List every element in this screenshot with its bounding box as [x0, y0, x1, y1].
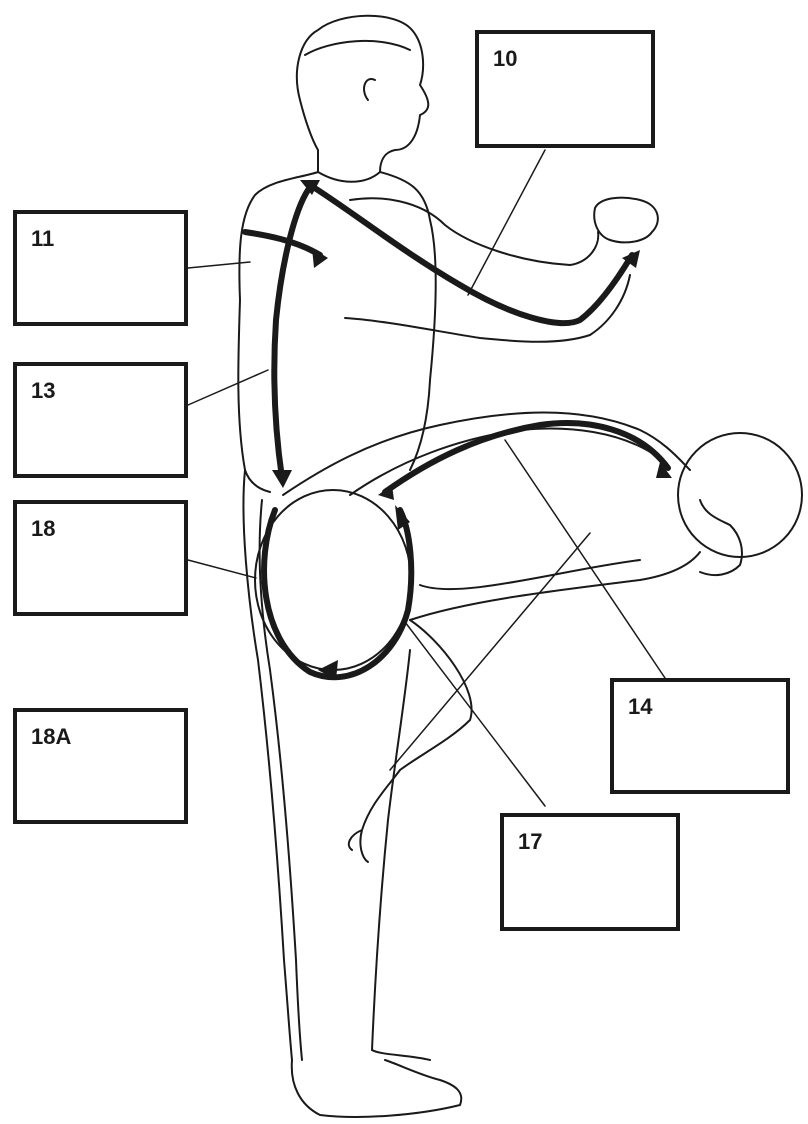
- hair: [305, 41, 410, 55]
- bent-face: [700, 500, 742, 575]
- label-11-text: 11: [31, 226, 54, 252]
- path-pelvis-loop: [264, 510, 411, 677]
- path-spine: [274, 190, 308, 478]
- leader-17: [405, 622, 545, 806]
- head-outline: [297, 16, 428, 172]
- label-14-text: 14: [628, 694, 652, 720]
- ear: [364, 79, 375, 100]
- back-leg: [243, 470, 292, 1060]
- label-box-18a[interactable]: 18A: [13, 708, 188, 824]
- path-back: [385, 423, 668, 492]
- label-13-text: 13: [31, 378, 55, 404]
- leader-11: [188, 262, 250, 268]
- collar: [318, 172, 380, 182]
- label-box-14[interactable]: 14: [610, 678, 790, 794]
- torso-front: [380, 172, 436, 470]
- foot: [292, 1060, 462, 1117]
- front-leg: [372, 650, 410, 1050]
- path-shoulder-loop: [245, 232, 320, 255]
- label-18-text: 18: [31, 516, 55, 542]
- bent-chest: [410, 552, 700, 620]
- label-box-13[interactable]: 13: [13, 362, 188, 478]
- label-box-17[interactable]: 17: [500, 813, 680, 931]
- arrowhead-back: [378, 485, 394, 500]
- upper-arm: [350, 198, 598, 265]
- arrowhead-spine: [272, 470, 292, 488]
- path-shoulder-arm: [310, 185, 632, 323]
- foot-toes: [372, 1050, 430, 1060]
- label-18a-text: 18A: [31, 724, 71, 750]
- pelvis-outline: [255, 490, 411, 670]
- label-box-10[interactable]: 10: [475, 30, 655, 148]
- leader-13: [188, 370, 268, 405]
- label-box-18[interactable]: 18: [13, 500, 188, 616]
- label-17-text: 17: [518, 829, 542, 855]
- arrowhead-shoulder-right: [312, 248, 328, 268]
- leader-14: [505, 440, 665, 678]
- lower-arm: [345, 275, 630, 342]
- bent-back: [283, 413, 690, 496]
- fist: [594, 198, 658, 243]
- label-10-text: 10: [493, 46, 517, 72]
- leader-10: [468, 150, 545, 295]
- label-box-11[interactable]: 11: [13, 210, 188, 326]
